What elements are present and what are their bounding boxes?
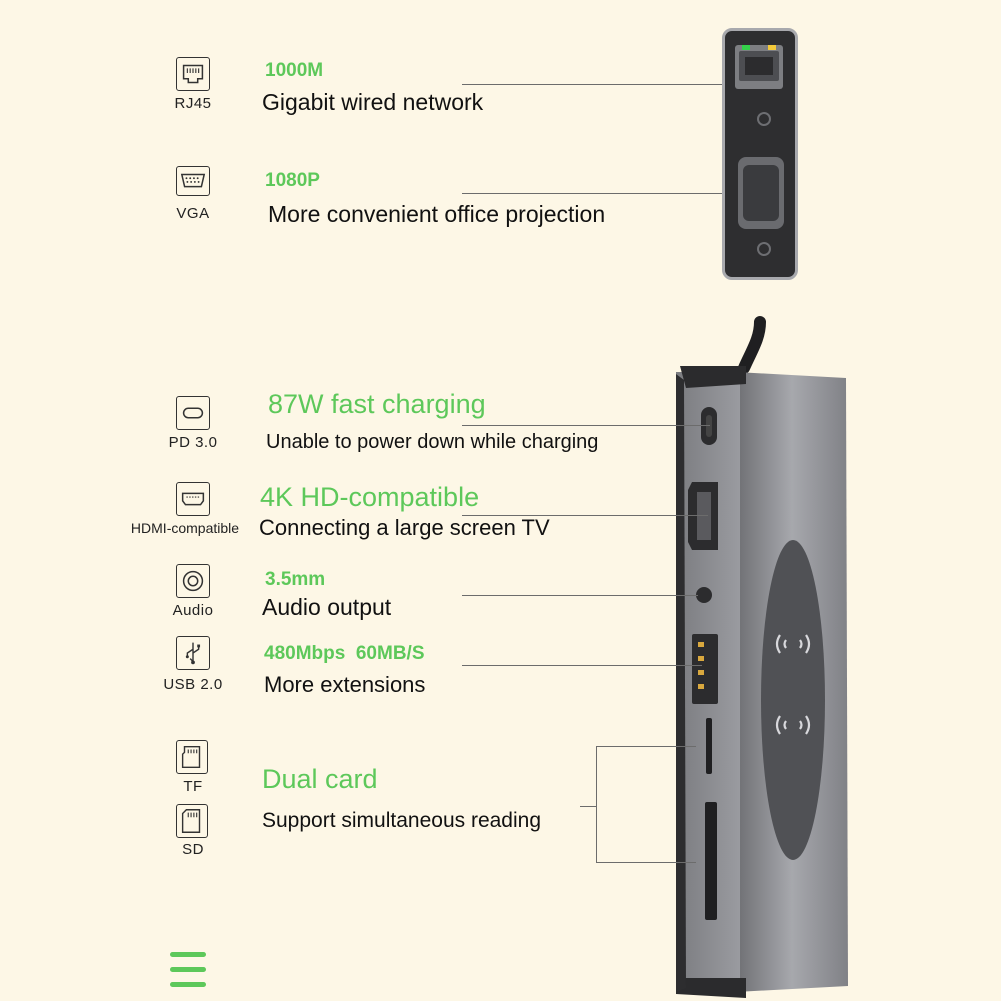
tf-card-icon — [176, 740, 208, 774]
usb-c-port-icon — [176, 396, 210, 430]
vga-desc: More convenient office projection — [268, 201, 606, 227]
pd-icon-label: PD 3.0 — [168, 434, 218, 451]
usb-icon-label: USB 2.0 — [163, 676, 223, 693]
ethernet-port-icon — [176, 57, 210, 91]
card-spec: Dual card — [262, 764, 378, 794]
tf-icon-label: TF — [183, 778, 203, 795]
rj45-spec: 1000M — [265, 60, 324, 81]
hdmi-desc: Connecting a large screen TV — [259, 515, 550, 540]
vga-icon-label: VGA — [176, 205, 210, 222]
tf-leader-line — [596, 746, 696, 747]
hdmi-spec: 4K HD-compatible — [260, 482, 480, 512]
vga-leader-line — [462, 193, 752, 194]
sd-card-slot — [705, 802, 717, 920]
usb-leader-line — [462, 665, 702, 666]
audio-jack — [696, 587, 712, 603]
usb-icon — [176, 636, 210, 670]
audio-spec: 3.5mm — [265, 569, 326, 590]
audio-jack-icon — [176, 564, 210, 598]
tf-card-slot — [706, 718, 712, 774]
audio-leader-line — [462, 595, 698, 596]
pd-leader-line — [462, 425, 710, 426]
menu-icon[interactable] — [164, 948, 212, 992]
usb-desc: More extensions — [264, 672, 426, 697]
vga-port-icon — [176, 166, 210, 196]
hdmi-leader-line — [462, 515, 708, 516]
hdmi-port-icon — [176, 482, 210, 516]
sd-icon-label: SD — [182, 841, 204, 858]
rj45-desc: Gigabit wired network — [262, 89, 484, 115]
sd-card-icon — [176, 804, 208, 838]
ethernet-vga-port-panel — [722, 28, 798, 280]
pd-desc: Unable to power down while charging — [266, 431, 599, 453]
usb-a-port — [692, 634, 718, 704]
wireless-charging-pad — [761, 540, 825, 860]
rj45-icon-label: RJ45 — [174, 95, 212, 112]
wireless-charging-icon — [775, 634, 811, 735]
usb-spec: 480Mbps 60MB/S — [264, 643, 425, 664]
card-leader-line — [580, 806, 596, 807]
hdmi-icon-label: HDMI-compatible — [130, 520, 240, 536]
vga-spec: 1080P — [265, 170, 320, 191]
card-desc: Support simultaneous reading — [262, 809, 542, 832]
audio-icon-label: Audio — [172, 602, 214, 619]
pd-spec: 87W fast charging — [268, 389, 486, 419]
rj45-leader-line — [462, 84, 752, 85]
sd-leader-line — [596, 862, 696, 863]
audio-desc: Audio output — [262, 594, 392, 620]
card-bracket-line — [596, 746, 597, 862]
